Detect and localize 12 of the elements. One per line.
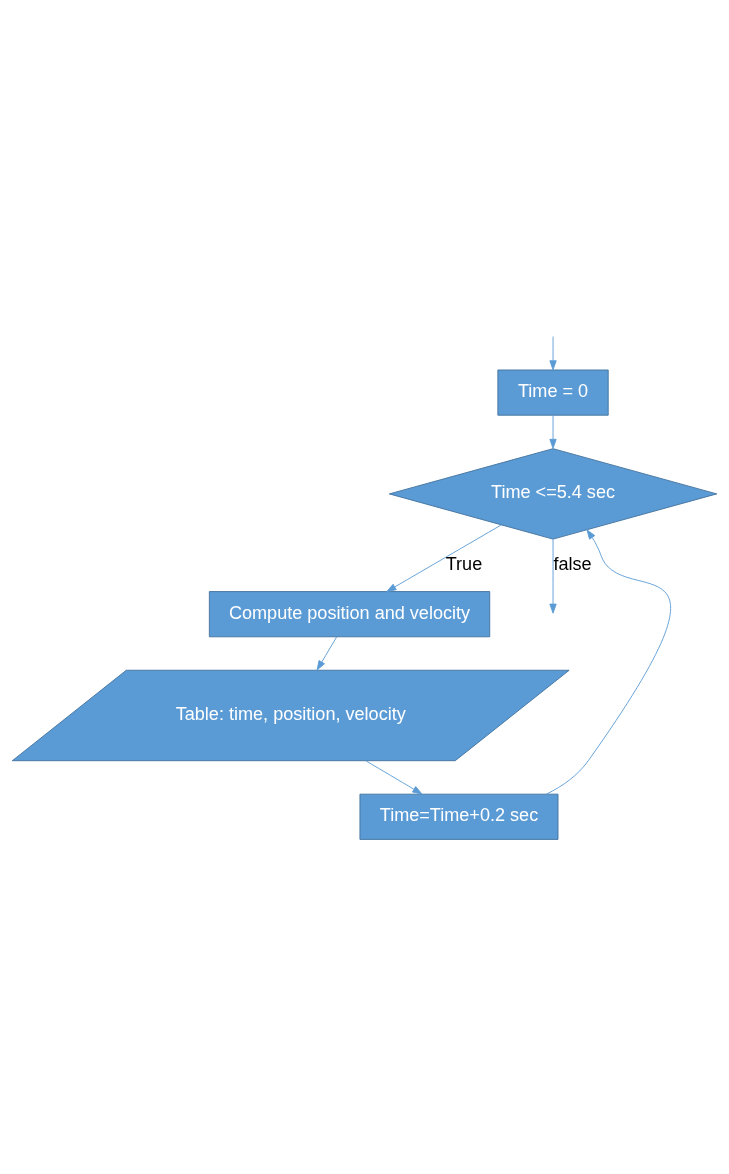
- arrow: [549, 538, 557, 614]
- edge-label: false: [553, 553, 592, 574]
- arrow: [549, 414, 557, 449]
- node-box: Compute position and velocity: [208, 590, 491, 637]
- arrow: [549, 335, 557, 370]
- arrow: [546, 528, 671, 794]
- edge-label: True: [445, 553, 483, 574]
- arrow: [386, 524, 502, 592]
- node-box: Time = 0: [497, 369, 609, 416]
- arrow: [365, 759, 423, 794]
- node-box: Time=Time+0.2 sec: [359, 793, 559, 840]
- arrow: [316, 635, 338, 670]
